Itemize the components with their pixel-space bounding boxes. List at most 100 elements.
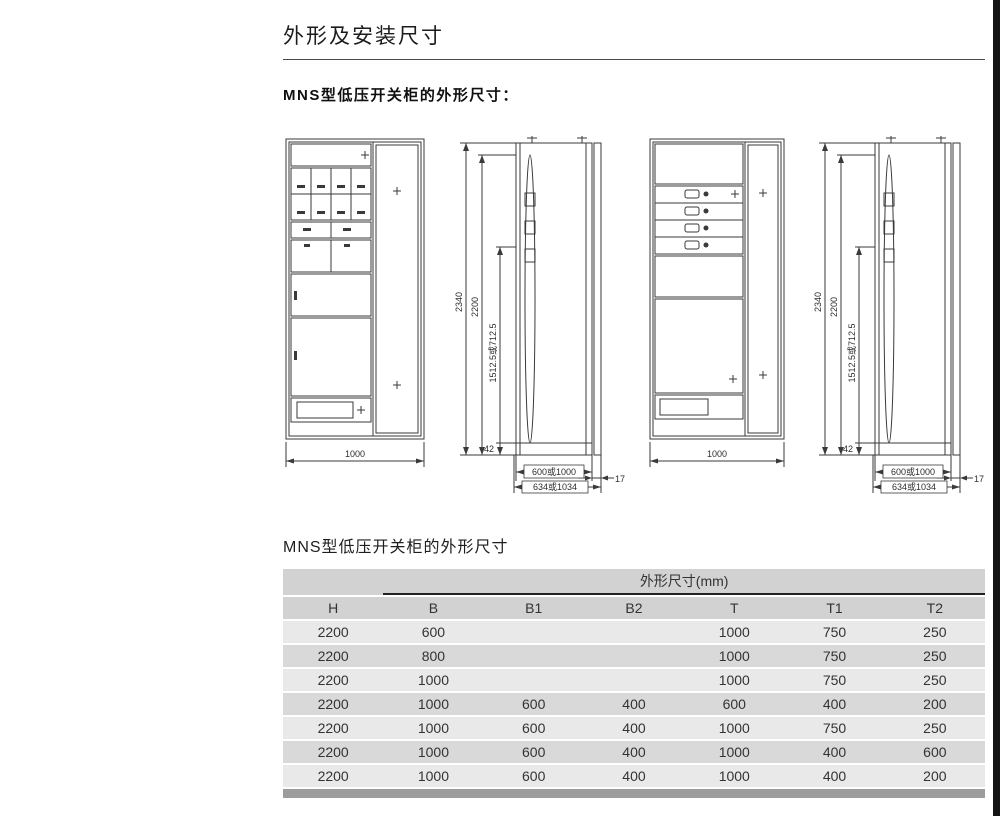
table-cell: 250 — [884, 717, 985, 739]
table-cell — [583, 645, 685, 667]
right-edge-bar — [993, 0, 1000, 816]
table-header-row: H B B1 B2 T T1 T2 — [283, 597, 985, 619]
table-cell: 2200 — [283, 645, 384, 667]
table-group-header-row: 外形尺寸(mm) — [283, 569, 985, 595]
table-cell: 400 — [583, 693, 685, 715]
column-header-b1: B1 — [483, 597, 584, 619]
table-title: MNS型低压开关柜的外形尺寸 — [283, 539, 509, 556]
table-cell — [483, 621, 584, 643]
column-header-t: T — [684, 597, 785, 619]
table-cell: 400 — [583, 717, 685, 739]
table-cell: 1000 — [684, 765, 785, 787]
dim-frame-height: 2200 — [470, 297, 480, 317]
breaker-handles — [650, 191, 784, 464]
group-header: 外形尺寸(mm) — [383, 569, 985, 595]
dimension-arrows — [463, 143, 608, 490]
table-cell: 1000 — [684, 741, 785, 763]
table-cell: 600 — [483, 765, 584, 787]
table-cell: 2200 — [283, 669, 384, 691]
plus-marks — [357, 151, 401, 414]
table-cell: 1000 — [383, 693, 484, 715]
table-cell: 1000 — [684, 645, 785, 667]
dim-overall-depth: 634或1034 — [892, 481, 936, 492]
dim-total-height: 2340 — [454, 292, 464, 312]
dimensions-table: 外形尺寸(mm) H B B1 B2 T T1 T2 2200 600 1000… — [283, 567, 985, 789]
table-cell: 750 — [784, 645, 885, 667]
table-cell: 2200 — [283, 741, 384, 763]
dim-rail-height: 1512.5或712.5 — [846, 323, 857, 382]
dimension-labels: 2340 2200 1512.5或712.5 42 600或1000 17 63… — [454, 292, 625, 492]
table-cell: 400 — [784, 765, 885, 787]
column-header-b: B — [383, 597, 484, 619]
side-view-2: 2340 2200 1512.5或712.5 42 600或1000 17 63… — [813, 136, 984, 494]
dim-front-width: 1000 — [707, 449, 727, 459]
column-header-h: H — [283, 597, 384, 619]
table-cell: 400 — [784, 693, 885, 715]
table-cell — [583, 621, 685, 643]
table-cell: 200 — [884, 693, 985, 715]
table-row: 2200 1000 600 400 600 400 200 — [283, 693, 985, 715]
dimension-arrows — [822, 143, 967, 490]
dim-base-height: 42 — [484, 444, 494, 454]
table-cell: 2200 — [283, 717, 384, 739]
table-cell: 600 — [884, 741, 985, 763]
table-cell: 1000 — [684, 669, 785, 691]
dim-base-height: 42 — [843, 444, 853, 454]
table-cell: 600 — [483, 693, 584, 715]
table-row: 2200 1000 600 400 1000 400 200 — [283, 765, 985, 787]
table-cell: 600 — [383, 621, 484, 643]
page-title: 外形及安装尺寸 — [283, 25, 444, 48]
table-cell: 400 — [784, 741, 885, 763]
plus-marks — [729, 189, 767, 383]
table-row: 2200 800 1000 750 250 — [283, 645, 985, 667]
table-cell: 750 — [784, 621, 885, 643]
section-subtitle: MNS型低压开关柜的外形尺寸： — [283, 87, 519, 104]
table-row: 2200 1000 1000 750 250 — [283, 669, 985, 691]
column-header-b2: B2 — [583, 597, 685, 619]
dim-front-width: 1000 — [345, 449, 365, 459]
column-header-t2: T2 — [884, 597, 985, 619]
table-cell: 800 — [383, 645, 484, 667]
table-cell: 1000 — [383, 741, 484, 763]
table-cell — [583, 669, 685, 691]
cabinet-outline — [649, 138, 785, 467]
table-cell: 1000 — [684, 717, 785, 739]
dim-total-height: 2340 — [813, 292, 823, 312]
table-cell: 250 — [884, 645, 985, 667]
table-cell: 600 — [483, 717, 584, 739]
dimension-lines — [819, 142, 973, 493]
table-cell: 750 — [784, 669, 885, 691]
dim-rail-height: 1512.5或712.5 — [487, 323, 498, 382]
table-cell — [483, 645, 584, 667]
table-cell: 250 — [884, 669, 985, 691]
dim-door-thickness: 17 — [974, 474, 984, 484]
document-page: 外形及安装尺寸 MNS型低压开关柜的外形尺寸： — [283, 0, 985, 798]
dim-depth: 600或1000 — [891, 466, 935, 477]
front-view-1: 1000 — [285, 138, 425, 467]
table-cell: 400 — [583, 765, 685, 787]
table-cell: 1000 — [383, 765, 484, 787]
dimension-labels: 2340 2200 1512.5或712.5 42 600或1000 17 63… — [813, 292, 984, 492]
table-cell: 200 — [884, 765, 985, 787]
group-header-spacer — [283, 569, 384, 595]
dim-overall-depth: 634或1034 — [533, 481, 577, 492]
side-view-1: 2340 2200 1512.5或712.5 42 600或1000 17 63… — [454, 136, 625, 494]
table-row: 2200 1000 600 400 1000 400 600 — [283, 741, 985, 763]
table-cell: 400 — [583, 741, 685, 763]
table-cell: 2200 — [283, 693, 384, 715]
table-cell: 250 — [884, 621, 985, 643]
table-cell: 1000 — [684, 621, 785, 643]
cabinet-outline — [874, 136, 961, 456]
table-cell: 2200 — [283, 765, 384, 787]
technical-drawings: 1000 — [283, 135, 985, 497]
title-underline — [283, 59, 985, 60]
table-cell — [483, 669, 584, 691]
table-cell: 2200 — [283, 621, 384, 643]
dim-frame-height: 2200 — [829, 297, 839, 317]
dim-door-thickness: 17 — [615, 474, 625, 484]
dim-depth: 600或1000 — [532, 466, 576, 477]
table-cell: 1000 — [383, 669, 484, 691]
table-row: 2200 600 1000 750 250 — [283, 621, 985, 643]
cabinet-outline — [515, 136, 602, 456]
dimension-lines — [460, 142, 614, 493]
